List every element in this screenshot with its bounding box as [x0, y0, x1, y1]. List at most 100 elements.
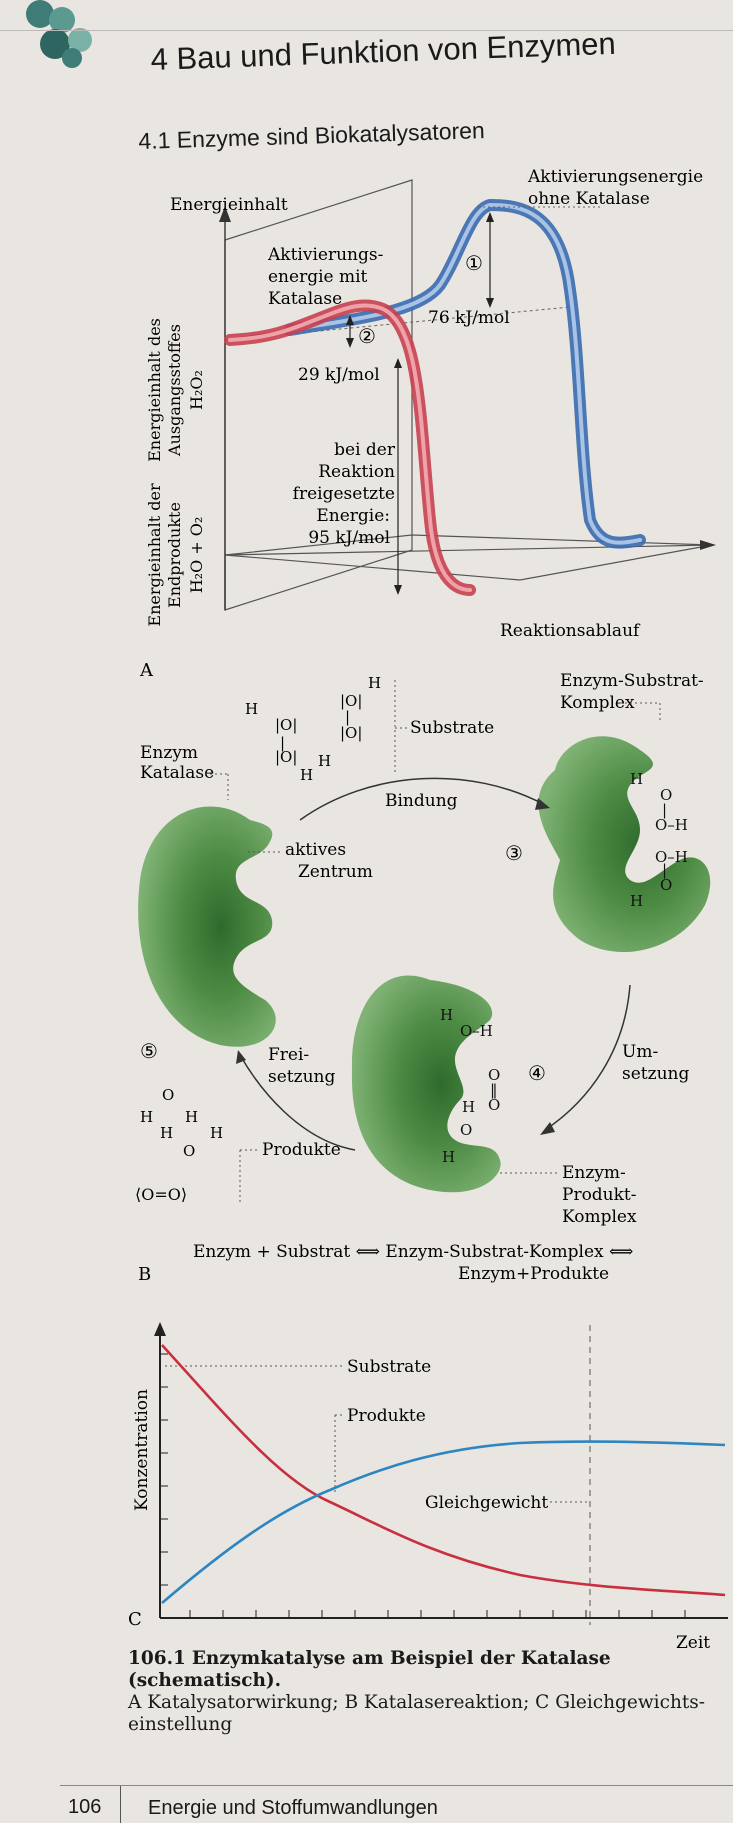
y-axis-arrow	[219, 206, 231, 222]
enzyme-product-complex-shape	[351, 975, 501, 1193]
svg-text:O–H: O–H	[460, 1022, 493, 1040]
es-complex-line1: Enzym-Substrat-	[560, 671, 704, 691]
annotation-substrate: Substrate	[347, 1357, 431, 1377]
svg-text:H₂O + O₂: H₂O + O₂	[187, 517, 206, 594]
svg-text:‖: ‖	[490, 1081, 498, 1099]
released-line5: 95 kJ/mol	[308, 528, 390, 548]
svg-text:|: |	[345, 708, 350, 726]
molecule-logo	[26, 0, 92, 68]
curve-without-catalase-highlight	[288, 202, 642, 545]
svg-text:|O|: |O|	[340, 692, 362, 710]
svg-text:H: H	[442, 1148, 455, 1166]
released-line2: Reaktion	[318, 462, 395, 482]
conversion-line2: setzung	[622, 1064, 689, 1084]
chapter-title: 4 Bau und Funktion von Enzymen	[150, 25, 617, 77]
y-axis-label-group: Konzentration	[132, 1389, 152, 1511]
product-molecules: O H H H O H	[140, 1086, 223, 1160]
y-axis-label: Energieinhalt	[170, 195, 288, 215]
header-rule	[0, 30, 733, 31]
svg-text:O: O	[660, 786, 672, 804]
svg-text:Energieinhalt der: Energieinhalt der	[145, 483, 164, 627]
substrate-curve	[161, 1344, 726, 1597]
svg-text:O: O	[660, 876, 672, 894]
value-uncatalysed: 76 kJ/mol	[428, 308, 510, 328]
step-4-marker: ④	[528, 1061, 546, 1085]
step-5-marker: ⑤	[140, 1039, 158, 1063]
svg-text:H: H	[440, 1006, 453, 1024]
enzyme-free	[138, 806, 276, 1047]
ep-complex-line1: Enzym-	[562, 1163, 626, 1183]
svg-text:H: H	[300, 766, 313, 784]
figure-c-label: C	[128, 1609, 142, 1630]
release-arrow	[239, 1054, 356, 1151]
curve-with-catalase-highlight	[228, 303, 472, 592]
svg-text:O: O	[460, 1121, 472, 1139]
caption-parts: A Katalysatorwirkung; B Katalasereaktion…	[128, 1692, 706, 1735]
svg-text:H: H	[318, 752, 331, 770]
svg-text:H: H	[630, 892, 643, 910]
caption-number: 106.1	[128, 1648, 186, 1669]
svg-text:H: H	[630, 770, 643, 788]
svg-text:H: H	[462, 1098, 475, 1116]
section-title: 4.1 Enzyme sind Biokatalysatoren	[138, 117, 486, 154]
figure-a-label: A	[139, 660, 154, 680]
page-number: 106	[68, 1796, 102, 1818]
catalysed-label-line3: Katalase	[268, 289, 342, 309]
released-line1: bei der	[334, 440, 396, 460]
marker-2: ②	[358, 324, 376, 348]
catalysed-label-line1: Aktivierungs-	[267, 245, 383, 265]
svg-text:Endprodukte: Endprodukte	[165, 502, 184, 608]
release-line2: setzung	[268, 1067, 335, 1087]
footer-chapter: Energie und Stoffumwandlungen	[148, 1797, 438, 1819]
svg-text:H: H	[160, 1124, 173, 1142]
svg-text:H: H	[185, 1108, 198, 1126]
svg-text:H₂O₂: H₂O₂	[187, 370, 206, 410]
svg-text:O: O	[183, 1142, 195, 1160]
footer-divider	[120, 1786, 121, 1823]
equation-line1: Enzym + Substrat ⟺ Enzym-Substrat-Komple…	[193, 1242, 633, 1262]
equation-line2: Enzym+Produkte	[458, 1264, 609, 1284]
enzyme-substrate-complex-shape	[538, 736, 711, 953]
ep-complex-line2: Produkt-	[562, 1185, 637, 1205]
uncatalysed-label-line1: Aktivierungsenergie	[527, 167, 703, 187]
svg-text:|: |	[280, 734, 285, 752]
released-line4: Energie:	[316, 506, 390, 526]
svg-text:H: H	[368, 674, 381, 692]
substrate-molecules: H |O| | |O| H H |O| | |O| H	[245, 674, 381, 784]
svg-text:O: O	[162, 1086, 174, 1104]
svg-text:|O|: |O|	[275, 716, 297, 734]
figure-caption: 106.1 Enzymkatalyse am Beispiel der Kata…	[128, 1648, 728, 1736]
svg-text:H: H	[210, 1124, 223, 1142]
ep-complex-molecule: H O–H O ‖ O H O H	[440, 1006, 500, 1166]
o2-molecule: ⟨O=O⟩	[135, 1185, 187, 1204]
es-complex-molecule: H O | O–H O–H | O H	[630, 770, 688, 910]
svg-text:H: H	[140, 1108, 153, 1126]
svg-text:H: H	[245, 700, 258, 718]
active-site-line2: Zentrum	[298, 862, 373, 882]
axis-ticks	[160, 1353, 686, 1618]
enzyme-label-line1: Enzym	[140, 743, 198, 763]
svg-text:O–H: O–H	[655, 816, 688, 834]
x-axis-arrow	[700, 540, 716, 550]
step-3-marker: ③	[505, 841, 523, 865]
conversion-arrow	[544, 984, 631, 1131]
binding-label: Bindung	[385, 791, 458, 811]
uncatalysed-label-line2: ohne Katalase	[528, 189, 650, 209]
annotation-products: Produkte	[347, 1406, 426, 1426]
end-energy-label: Energieinhalt der Endprodukte H₂O + O₂	[145, 483, 206, 627]
ep-complex-line3: Komplex	[562, 1207, 637, 1227]
y-axis-label: Konzentration	[132, 1389, 152, 1511]
products-curve	[161, 1440, 726, 1604]
figure-b-label: B	[138, 1264, 151, 1285]
figure-a-energy-diagram: Energieinhalt des Ausgangsstoffes H₂O₂ E…	[139, 167, 716, 680]
svg-text:Ausgangsstoffes: Ausgangsstoffes	[165, 324, 184, 457]
substrate-label: Substrate	[410, 718, 494, 738]
svg-text:|: |	[662, 801, 667, 819]
value-catalysed: 29 kJ/mol	[298, 365, 380, 385]
released-line3: freigesetzte	[293, 484, 395, 504]
caption-title: Enzymkatalyse am Beispiel der Katalase (…	[128, 1648, 611, 1691]
es-complex-line2: Komplex	[560, 693, 635, 713]
figure-c-equilibrium-chart: Konzentration Substrate Produkte Gleichg…	[128, 1322, 728, 1650]
binding-arrow	[299, 777, 546, 821]
svg-text:O: O	[488, 1096, 500, 1114]
